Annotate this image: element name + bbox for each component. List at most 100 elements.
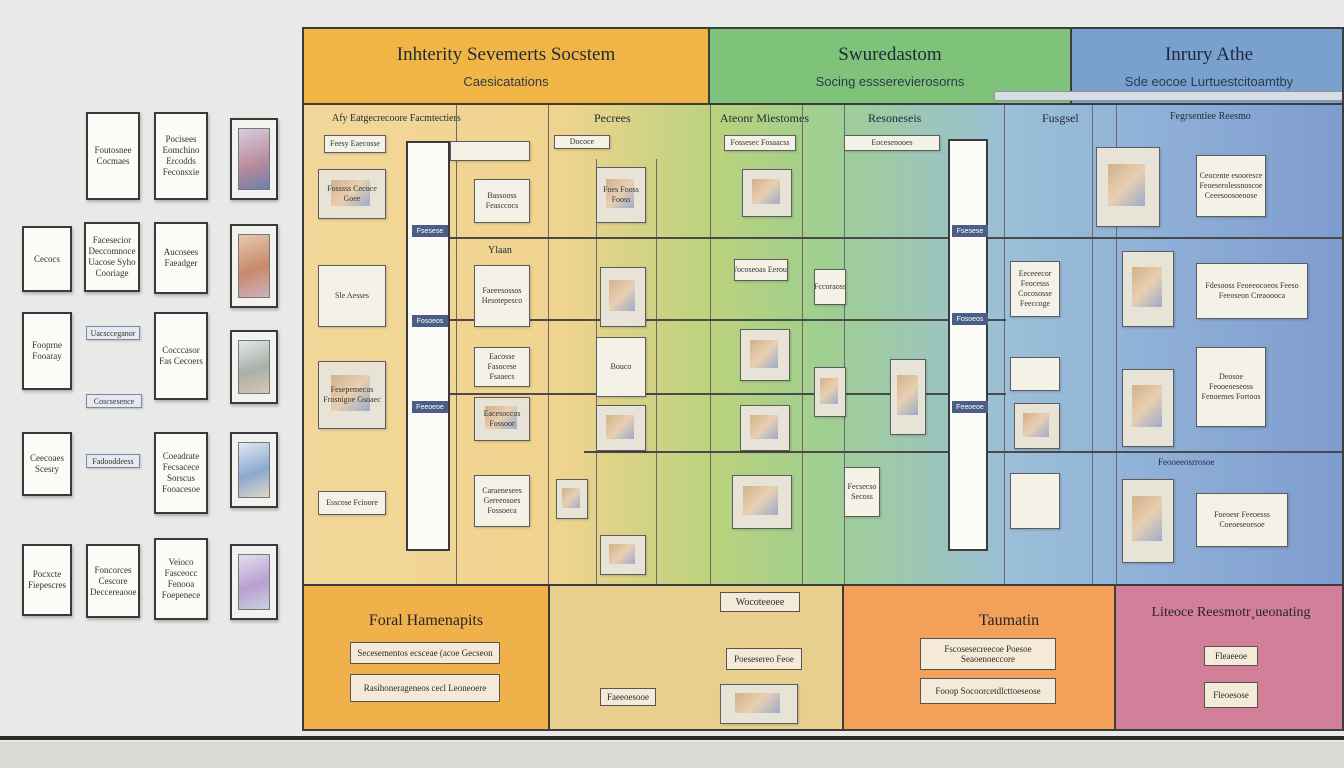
step-box-text: Fossesec Fosaacss	[730, 138, 790, 147]
wall-picture	[230, 432, 278, 508]
step-box-text: Foes Fooss Fooss	[603, 185, 639, 204]
step-box-text: Bouco	[610, 362, 632, 371]
bottom-item-text: Faeeoesooe	[607, 692, 649, 702]
step-box	[740, 405, 790, 451]
header-title: Swuredastom	[838, 43, 942, 65]
grid-line	[656, 159, 657, 729]
process-board: Inhterity Sevemerts Socstem Caesicatatio…	[302, 27, 1344, 731]
wall-card: Foutosnee Cocmaes	[86, 112, 140, 200]
step-box: Foeoesr Feeoesss Coeoeseoesoe	[1196, 493, 1288, 547]
step-box-text: Esscose Fcioore	[326, 498, 378, 507]
bottom-item-text: Fooop Socoorcetdlcttoeseose	[935, 686, 1041, 696]
header-subtitle: Socing essserevierosorns	[815, 73, 965, 89]
bottom-item-text: Secesementos ecsceae (acoe Gecseon	[357, 648, 493, 658]
wall-card-text: Aucosees Faeadger	[163, 247, 199, 268]
grid-line	[844, 105, 845, 729]
step-label: Feooeeosrrosoe	[1158, 457, 1215, 467]
top-rail	[994, 91, 1342, 101]
step-box	[1010, 473, 1060, 529]
step-box: Ceocente esooresce Feoeserolessnoscoe Ce…	[1196, 155, 1266, 217]
connector-box	[450, 141, 530, 161]
section-label: Fusgsel	[1042, 111, 1079, 125]
step-box	[1122, 369, 1174, 447]
section-label: Afy Eatgecrecoore Facmtectiers	[332, 113, 461, 124]
step-box: Bassooss Feasccocs	[474, 179, 530, 223]
step-box-text: Bassooss Feasccocs	[485, 191, 519, 210]
step-box-text: Eacosse Fasocese Fsaaecs	[487, 352, 517, 381]
wall-card: Foncorces Cescore Deccereaooe	[86, 544, 140, 618]
wall-card: Aucosees Faeadger	[154, 222, 208, 294]
wall-card: Facesecior Deccomnoce Uacose Syho Cooria…	[84, 222, 140, 292]
wall-card-text: Foncorces Cescore Deccereaooe	[90, 564, 137, 597]
bottom-item-text: Rasihonerageneos cecl Leoneoere	[363, 683, 487, 693]
wall-picture	[230, 330, 278, 404]
bottom-item: Rasihonerageneos cecl Leoneoere	[350, 674, 500, 702]
step-box-text: Feesy Eaecosse	[330, 139, 380, 148]
wall-picture	[230, 224, 278, 308]
step-box-text: Faeeesossos Hesotepesco	[481, 286, 523, 305]
step-box	[1010, 357, 1060, 391]
step-box-text: Fesepemecos Frosnigoe Gsoaec	[323, 385, 381, 404]
step-box	[1096, 147, 1160, 227]
pillar-left: Fsesese Fosoeos Feeoeoe	[406, 141, 450, 551]
step-box: Eocesenooes	[844, 135, 940, 151]
pillar-chip: Feeoeoe	[952, 401, 988, 413]
bottom-item: Fscosesecreecoe Poesoe Seaoenoeccore	[920, 638, 1056, 670]
step-box-text: Ceocente esooresce Feoeserolessnoscoe Ce…	[1199, 171, 1263, 200]
bottom-panel-1: Foral Hamenapits Secesementos ecsceae (a…	[304, 584, 550, 729]
pillar-right: Fsesese Fosoeos Feeoeoe	[948, 139, 988, 551]
grid-line	[456, 105, 457, 585]
bottom-title: Foral Hamenapits	[368, 612, 484, 629]
step-box: Sle Aesses	[318, 265, 386, 327]
section-label: Resoneseis	[868, 111, 922, 125]
wall-card-text: Foutosnee Cocmaes	[94, 145, 132, 166]
wall-card: Pocxcte Fiepescres	[22, 544, 72, 616]
wall-tag: Coscsesence	[86, 394, 142, 408]
bottom-item: Faeeoesooe	[600, 688, 656, 706]
bottom-item: Fleoesose	[1204, 682, 1258, 708]
bottom-item-text: Wocoteeoee	[735, 596, 785, 608]
wall-tag-text: Uacscceganor	[90, 328, 136, 338]
step-box-text: Fecsecso Secoss	[847, 482, 877, 501]
wall-tag-text: Fadooddeess	[92, 456, 134, 466]
step-box	[1122, 479, 1174, 563]
step-box: Fdesooss Feoeeocoeos Feeso Feeoseon Crea…	[1196, 263, 1308, 319]
header-title: Inhterity Sevemerts Socstem	[396, 43, 616, 65]
wall-picture	[230, 544, 278, 620]
connector-line	[406, 237, 1342, 239]
step-box: Fecsecso Secoss	[844, 467, 880, 517]
step-box: Foes Fooss Fooss	[596, 167, 646, 223]
wall-card-text: Veioco Fasceocc Fenooa Foepenece	[161, 557, 201, 600]
bottom-item-text: Fscosesecreecoe Poesoe Seaoenoeccore	[944, 644, 1032, 664]
wall-tag: Uacscceganor	[86, 326, 140, 340]
wall-card-text: Pocxcte Fiepescres	[28, 569, 66, 590]
bottom-title: Liteoce Reesmotr¸ueonating	[1151, 605, 1311, 620]
wall-tag-text: Coscsesence	[93, 396, 135, 406]
pillar-chip: Fsesese	[412, 225, 448, 237]
step-box	[890, 359, 926, 435]
step-box: Bouco	[596, 337, 646, 397]
step-box: Eeceeecor Feocesss Cocososse Feeccoge	[1010, 261, 1060, 317]
grid-line	[1116, 105, 1117, 729]
bottom-item-text: Fleoesose	[1213, 690, 1249, 700]
step-box-text: Yocoseoas Eerous	[734, 265, 788, 274]
wall-card: Pocisees Eomchino Ercodds Feconsxie	[154, 112, 208, 200]
step-box: Fccoraoss	[814, 269, 846, 305]
grid-line	[1004, 105, 1005, 585]
wall-card: Fooprne Fooaray	[22, 312, 72, 390]
bottom-title: Taumatin	[978, 612, 1040, 629]
step-box-text: Eeceeecor Feocesss Cocososse Feeccoge	[1018, 269, 1052, 308]
wall-card-text: Coeadrate Fecsacece Sorscus Fooacesoe	[162, 451, 200, 494]
wall-card: Cocccasor Fas Cecoers	[154, 312, 208, 400]
bottom-panel-2: Wocoteeoee Poesesereo Feoe Faeeoesooe	[550, 584, 844, 729]
header-subtitle: Sde eocoe Lurtuestcitoamtby	[1124, 73, 1294, 89]
step-box: Dococe	[554, 135, 610, 149]
wall-card-text: Facesecior Deccomnoce Uacose Syho Cooria…	[88, 235, 136, 278]
bottom-item: Secesementos ecsceae (acoe Gecseon	[350, 642, 500, 664]
floor-line	[0, 736, 1344, 740]
step-box: Faeeesossos Hesotepesco	[474, 265, 530, 327]
section-label: Pecrees	[594, 111, 631, 125]
wall-picture	[230, 118, 278, 200]
wall-card-text: Cocccasor Fas Cecoers	[159, 345, 203, 366]
step-box-text: Fosssss Cecoce Goee	[327, 184, 377, 203]
